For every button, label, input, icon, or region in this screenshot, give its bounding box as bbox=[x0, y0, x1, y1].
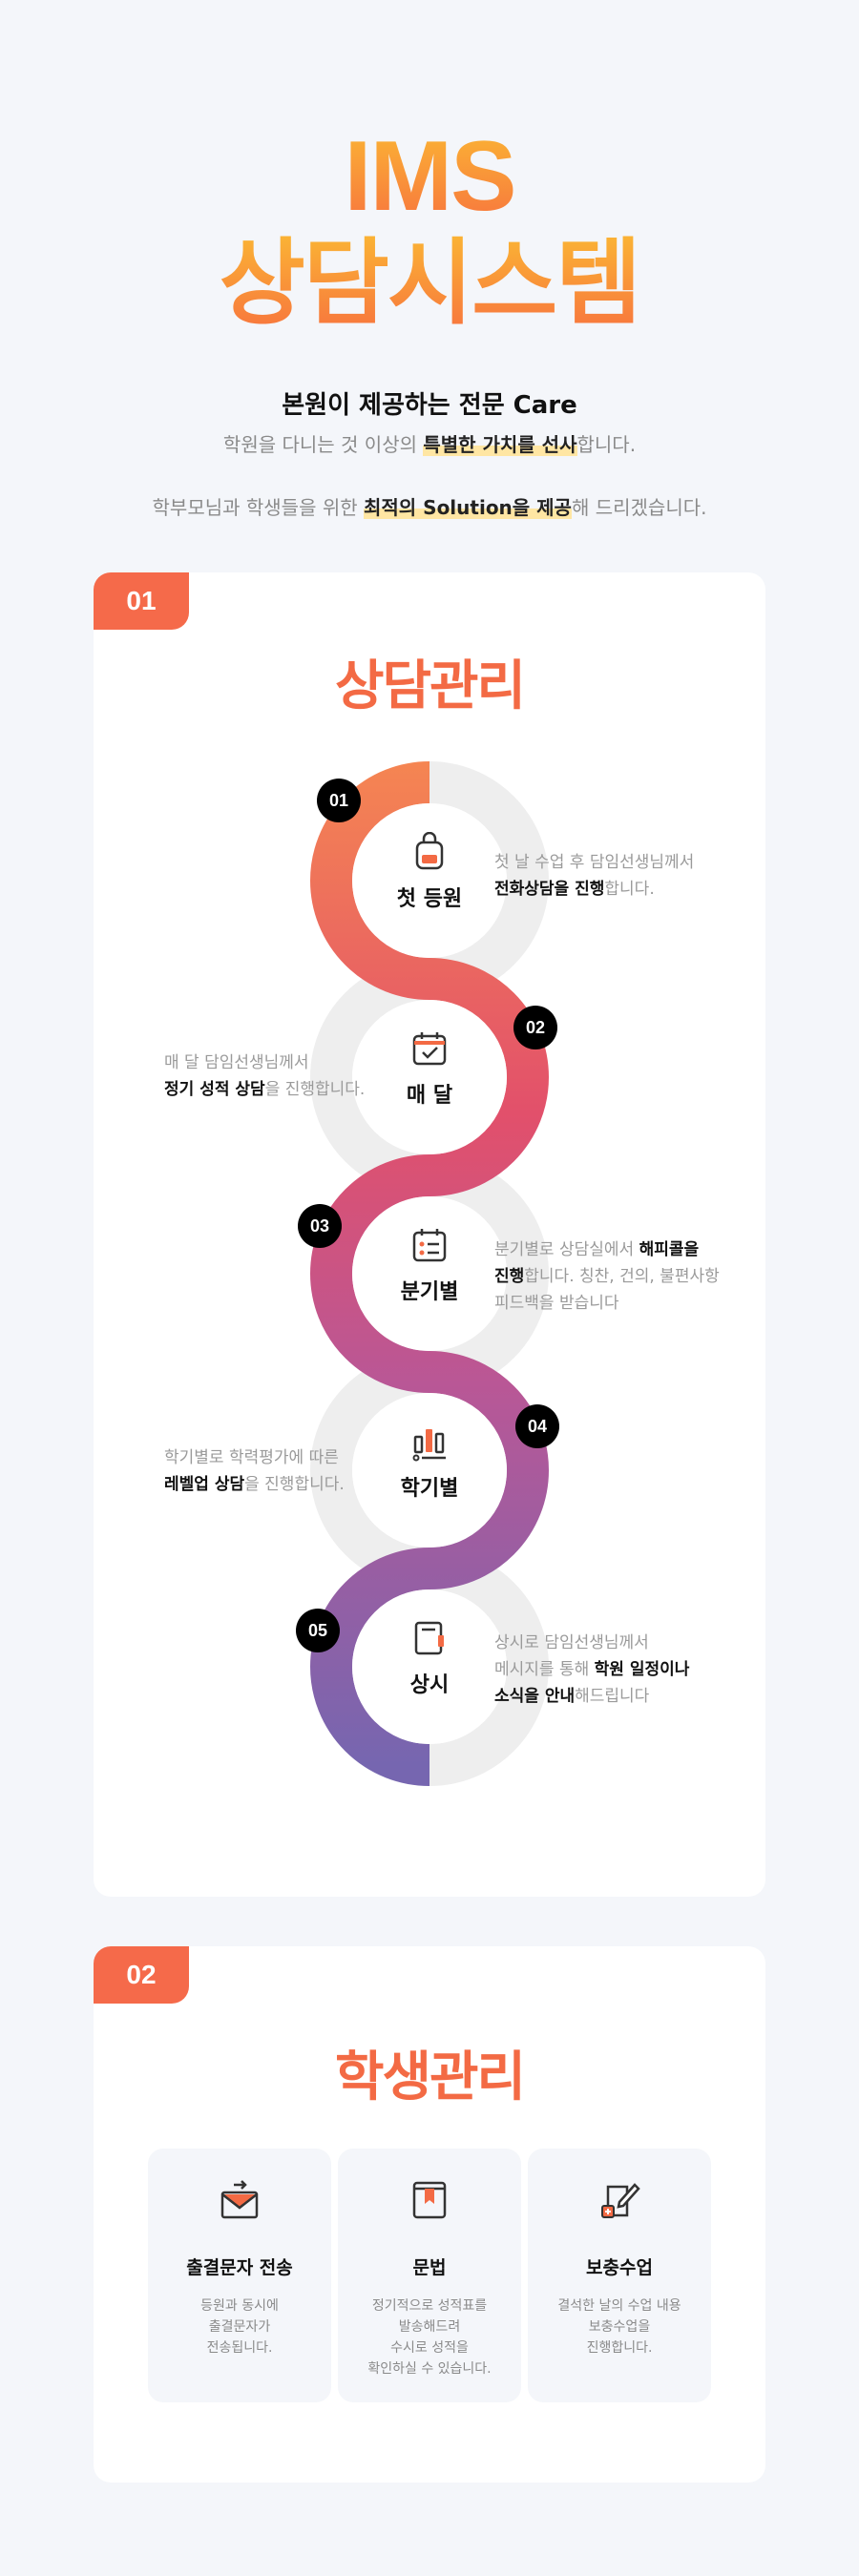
desc-text: 첫 날 수업 후 담임선생님께서 bbox=[494, 853, 695, 872]
mail-arrow-icon bbox=[220, 2180, 259, 2219]
feature-desc-line: 보충수업을 bbox=[588, 2319, 651, 2335]
feature-desc-line: 수시로 성적을 bbox=[390, 2340, 469, 2356]
feature-title: 출결문자 전송 bbox=[186, 2257, 293, 2278]
intro-line1-post: 합니다. bbox=[576, 433, 637, 456]
step-number-3: 03 bbox=[298, 1204, 342, 1248]
step-disc-2 bbox=[352, 1000, 507, 1154]
feature-desc-line: 진행합니다. bbox=[586, 2340, 653, 2356]
counseling-card: 01 상담관리 bbox=[94, 572, 765, 1897]
step-disc-4 bbox=[352, 1393, 507, 1548]
desc-emphasis: 전화상담을 진행 bbox=[494, 880, 605, 899]
section-badge: 02 bbox=[94, 1946, 189, 2004]
feature-desc-line: 정기적으로 성적표를 bbox=[371, 2298, 488, 2314]
intro-line2-highlight: 최적의 Solution을 제공 bbox=[364, 496, 572, 519]
feature-desc-line: 확인하실 수 있습니다. bbox=[367, 2361, 492, 2377]
step-label-5: 상시 bbox=[409, 1673, 450, 1697]
hero-title-line2: 상담시스템 bbox=[0, 231, 859, 336]
intro-line1-pre: 학원을 다니는 것 이상의 bbox=[222, 433, 424, 456]
desc-emphasis: 레벨업 상담 bbox=[164, 1475, 245, 1494]
step-number-4: 04 bbox=[515, 1404, 559, 1448]
desc-text: 매 달 담임선생님께서 bbox=[164, 1053, 309, 1072]
desc-text: 합니다. 칭찬, 건의, 불편사항 bbox=[524, 1267, 720, 1286]
backpack-icon bbox=[415, 832, 444, 870]
book-bookmark-icon bbox=[412, 2181, 447, 2219]
feature-title: 문법 bbox=[412, 2257, 447, 2278]
intro-line2-pre: 학부모님과 학생들을 위한 bbox=[152, 496, 364, 519]
intro-line2-post: 해 드리겠습니다. bbox=[571, 496, 707, 519]
desc-text: 합니다. bbox=[604, 880, 655, 899]
feature-desc-line: 발송해드려 bbox=[398, 2319, 461, 2335]
desc-emphasis: 진행 bbox=[494, 1267, 525, 1286]
desc-text: 해드립니다 bbox=[575, 1687, 650, 1706]
track-gradient bbox=[310, 761, 549, 1786]
step-disc-5 bbox=[352, 1589, 507, 1744]
hero-title-line1: IMS bbox=[0, 124, 859, 229]
intro-line-1: 학원을 다니는 것 이상의 특별한 가치를 선사합니다. bbox=[0, 429, 859, 457]
step-number-2: 02 bbox=[513, 1006, 557, 1049]
desc-text: 학기별로 학력평가에 따른 bbox=[164, 1448, 339, 1467]
section-title: 학생관리 bbox=[334, 2046, 526, 2109]
step-number-1: 01 bbox=[317, 779, 361, 822]
calendar-check-icon bbox=[412, 1032, 447, 1066]
feature-desc-line: 결석한 날의 수업 내용 bbox=[557, 2298, 681, 2314]
step-disc-1 bbox=[352, 803, 507, 958]
desc-emphasis: 소식을 안내 bbox=[494, 1687, 576, 1706]
timeline-snake bbox=[310, 761, 549, 1786]
desc-text: 분기별로 상담실에서 bbox=[494, 1240, 639, 1259]
desc-text: 을 진행합니다. bbox=[244, 1475, 345, 1494]
section-title: 상담관리 bbox=[334, 655, 526, 717]
desc-text: 피드백을 받습니다 bbox=[494, 1294, 619, 1313]
feature-desc-line: 등원과 동시에 bbox=[200, 2298, 279, 2314]
desc-text: 을 진행합니다. bbox=[264, 1080, 366, 1099]
calendar-list-icon bbox=[412, 1229, 447, 1262]
intro-line-2: 학부모님과 학생들을 위한 최적의 Solution을 제공해 드리겠습니다. bbox=[0, 492, 859, 520]
step-label-3: 분기별 bbox=[400, 1280, 459, 1304]
feature-desc-line: 전송됩니다. bbox=[206, 2340, 273, 2356]
intro-line1-highlight: 특별한 가치를 선사 bbox=[423, 433, 577, 456]
step-label-4: 학기별 bbox=[400, 1477, 459, 1501]
section-badge: 01 bbox=[94, 572, 189, 630]
desc-emphasis: 정기 성적 상담 bbox=[164, 1080, 265, 1099]
step-label-2: 매 달 bbox=[406, 1084, 453, 1108]
intro-heading: 본원이 제공하는 전문 Care bbox=[282, 391, 577, 420]
step-number-5: 05 bbox=[296, 1609, 340, 1652]
desc-text: 상시로 담임선생님께서 bbox=[494, 1633, 649, 1652]
notebook-icon bbox=[414, 1621, 444, 1655]
step-label-1: 첫 등원 bbox=[396, 887, 463, 911]
feature-desc-line: 출결문자가 bbox=[208, 2319, 271, 2335]
document-pen-icon bbox=[601, 2183, 640, 2218]
step-disc-3 bbox=[352, 1196, 507, 1351]
desc-emphasis: 학원 일정이나 bbox=[594, 1660, 690, 1679]
feature-title: 보충수업 bbox=[586, 2257, 653, 2278]
desc-text: 메시지를 통해 bbox=[494, 1660, 595, 1679]
bar-chart-icon bbox=[412, 1429, 446, 1462]
desc-emphasis: 해피콜을 bbox=[639, 1240, 700, 1259]
